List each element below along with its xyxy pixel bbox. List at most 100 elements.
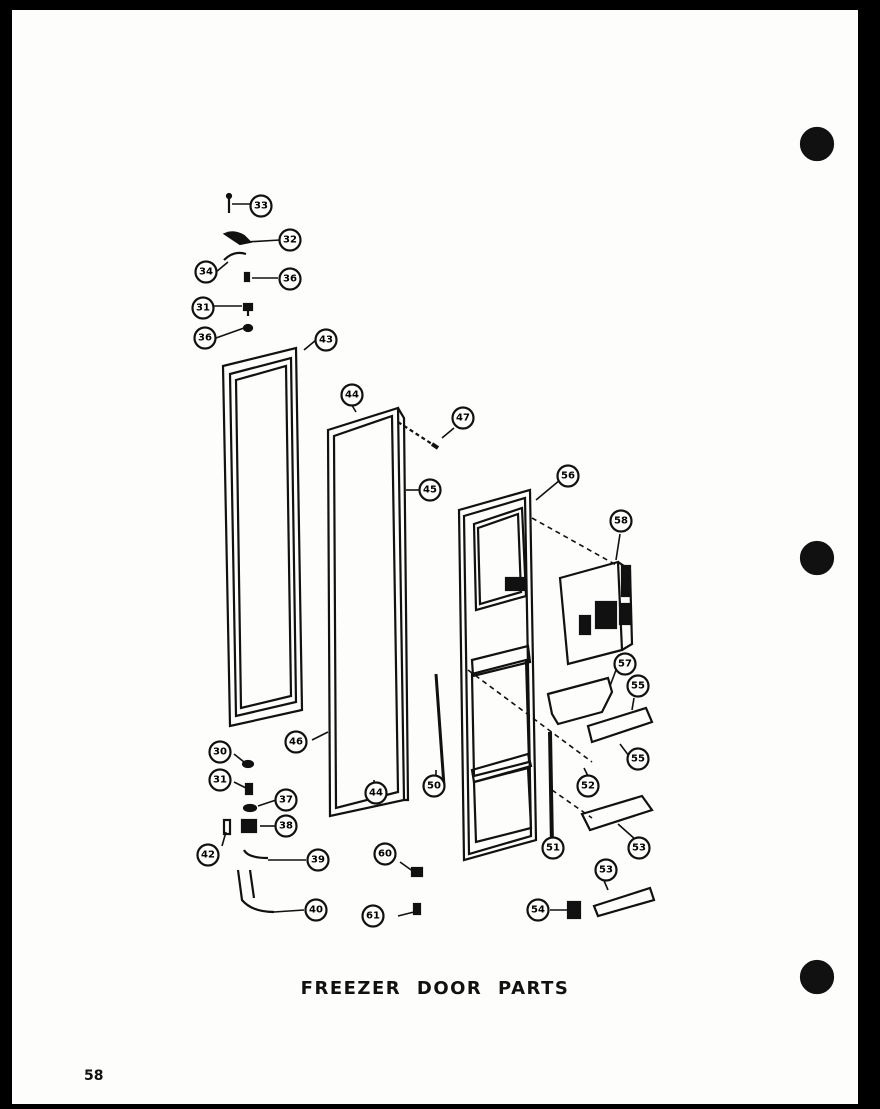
callout-label: 53 bbox=[632, 843, 646, 854]
callout-circle bbox=[556, 464, 580, 488]
callout-label: 31 bbox=[213, 775, 227, 786]
callout-circle bbox=[613, 652, 637, 676]
callout-44: 44 bbox=[364, 781, 388, 805]
door-gasket-part-43 bbox=[221, 346, 304, 728]
clip-part-54 bbox=[566, 900, 582, 920]
ice-bucket-part-57 bbox=[546, 676, 614, 726]
dispenser-module-part-58 bbox=[558, 560, 634, 666]
callout-circle bbox=[422, 774, 446, 798]
callout-label: 57 bbox=[618, 659, 632, 670]
parts-sheet: 33 32 34 36 31 36 43 44 47 45 56 58 57 55 55 46 44 50 52 51… bbox=[12, 10, 858, 1104]
callout-circle bbox=[278, 267, 302, 291]
callout-30: 30 bbox=[208, 740, 232, 764]
callout-label: 50 bbox=[427, 781, 441, 792]
callout-55: 55 bbox=[626, 674, 650, 698]
top-hinge-assembly bbox=[222, 192, 254, 333]
callout-circle bbox=[278, 228, 302, 252]
callout-label: 52 bbox=[581, 781, 595, 792]
trim-strip-part-51 bbox=[548, 731, 554, 847]
bottom-bar-part-53 bbox=[592, 886, 656, 918]
page-number: 58 bbox=[84, 1068, 104, 1084]
callout-label: 40 bbox=[309, 905, 323, 916]
callout-label: 39 bbox=[311, 855, 325, 866]
callout-circle bbox=[626, 747, 650, 771]
callout-label: 56 bbox=[561, 471, 575, 482]
callout-36: 36 bbox=[193, 326, 217, 350]
callout-38: 38 bbox=[274, 814, 298, 838]
callout-circle bbox=[373, 842, 397, 866]
callout-47: 47 bbox=[451, 406, 475, 430]
callout-53: 53 bbox=[627, 836, 651, 860]
binder-hole-top bbox=[799, 126, 835, 162]
callout-group: 33 32 34 36 31 36 43 44 47 45 56 58 57 55 55 46 44 50 52 51… bbox=[191, 194, 651, 928]
callout-leaders bbox=[212, 203, 637, 917]
callout-circle bbox=[274, 788, 298, 812]
callout-label: 33 bbox=[254, 201, 268, 212]
callout-32: 32 bbox=[278, 228, 302, 252]
callout-label: 61 bbox=[366, 911, 380, 922]
callout-label: 44 bbox=[345, 390, 359, 401]
callout-circle bbox=[191, 296, 215, 320]
callout-circle bbox=[364, 781, 388, 805]
screw-part-60 bbox=[410, 866, 424, 878]
callout-40: 40 bbox=[304, 898, 328, 922]
callout-circle bbox=[306, 848, 330, 872]
callout-circle bbox=[208, 768, 232, 792]
callout-34: 34 bbox=[194, 260, 218, 284]
callout-label: 46 bbox=[289, 737, 303, 748]
callout-31: 31 bbox=[208, 768, 232, 792]
callout-42: 42 bbox=[196, 843, 220, 867]
callout-label: 34 bbox=[199, 267, 213, 278]
callout-label: 37 bbox=[279, 795, 293, 806]
callout-circle bbox=[576, 774, 600, 798]
callout-label: 54 bbox=[531, 905, 545, 916]
callout-58: 58 bbox=[609, 509, 633, 533]
callout-51: 51 bbox=[541, 836, 565, 860]
callout-label: 47 bbox=[456, 413, 470, 424]
callout-circle bbox=[274, 814, 298, 838]
screw-part-61 bbox=[412, 902, 422, 916]
callout-circle bbox=[594, 858, 618, 882]
callout-label: 45 bbox=[423, 485, 437, 496]
callout-55: 55 bbox=[626, 747, 650, 771]
callout-56: 56 bbox=[556, 464, 580, 488]
callout-circle bbox=[304, 898, 328, 922]
callout-circle bbox=[418, 478, 442, 502]
callout-61: 61 bbox=[361, 904, 385, 928]
binder-hole-middle bbox=[799, 540, 835, 576]
callout-50: 50 bbox=[422, 774, 446, 798]
callout-label: 36 bbox=[283, 274, 297, 285]
callout-label: 30 bbox=[213, 747, 227, 758]
callout-circle bbox=[249, 194, 273, 218]
callout-53: 53 bbox=[594, 858, 618, 882]
callout-33: 33 bbox=[249, 194, 273, 218]
callout-circle bbox=[208, 740, 232, 764]
callout-57: 57 bbox=[613, 652, 637, 676]
dispenser-door-liner-part-56 bbox=[457, 488, 538, 862]
bottom-hinge-assembly bbox=[222, 759, 275, 914]
assembly-leader-lines bbox=[467, 517, 619, 819]
callout-label: 44 bbox=[369, 788, 383, 799]
shelf-bar-part-53-upper bbox=[580, 794, 654, 832]
callout-43: 43 bbox=[314, 328, 338, 352]
callout-label: 42 bbox=[201, 850, 215, 861]
callout-37: 37 bbox=[274, 788, 298, 812]
callout-39: 39 bbox=[306, 848, 330, 872]
callout-36: 36 bbox=[278, 267, 302, 291]
callout-circle bbox=[361, 904, 385, 928]
callout-31: 31 bbox=[191, 296, 215, 320]
callout-circle bbox=[194, 260, 218, 284]
binder-hole-bottom bbox=[799, 959, 835, 995]
callout-circle bbox=[626, 674, 650, 698]
callout-circle bbox=[193, 326, 217, 350]
trim-strip-part-50 bbox=[434, 673, 446, 787]
callout-45: 45 bbox=[418, 478, 442, 502]
callout-circle bbox=[314, 328, 338, 352]
callout-circle bbox=[627, 836, 651, 860]
callout-label: 51 bbox=[546, 843, 560, 854]
callout-circle bbox=[526, 898, 550, 922]
callout-label: 53 bbox=[599, 865, 613, 876]
callout-52: 52 bbox=[576, 774, 600, 798]
callout-label: 58 bbox=[614, 516, 628, 527]
callout-54: 54 bbox=[526, 898, 550, 922]
